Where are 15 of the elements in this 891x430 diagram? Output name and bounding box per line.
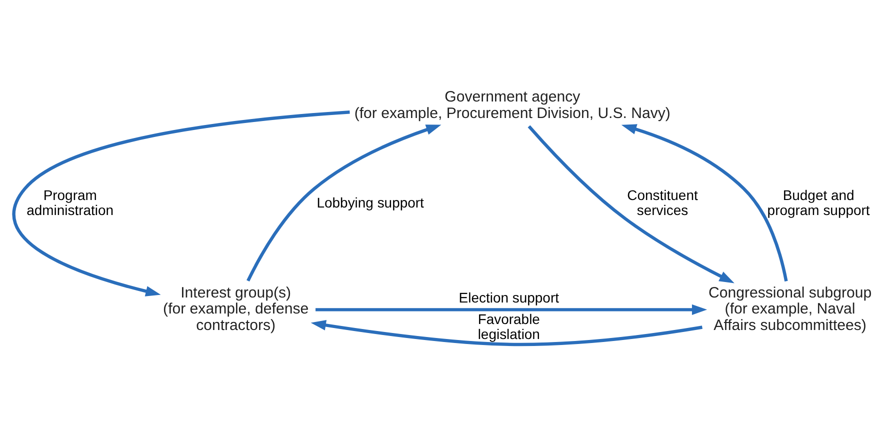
node-text: Congressional subgroup (for example, Naval Affairs subcommittees) [708, 284, 872, 334]
arrow [316, 304, 708, 315]
arrow [12, 110, 350, 296]
arrow [246, 124, 442, 282]
arrow [621, 124, 788, 282]
node-text: Interest group(s) (for example, defense contractors) [163, 284, 309, 334]
arrow [310, 320, 702, 346]
node-text: Government agency (for example, Procurement Division, U.S. Navy) [354, 88, 670, 122]
edge-label: Program administration [26, 186, 114, 218]
arrow [528, 125, 734, 284]
edge-label: Constituent services [627, 186, 698, 218]
edge-label: Favorable legislation [478, 311, 540, 342]
edge-label: Lobbying support [316, 194, 424, 210]
edge-label: Election support [458, 290, 559, 306]
edge-label: Budget and program support [767, 186, 870, 218]
